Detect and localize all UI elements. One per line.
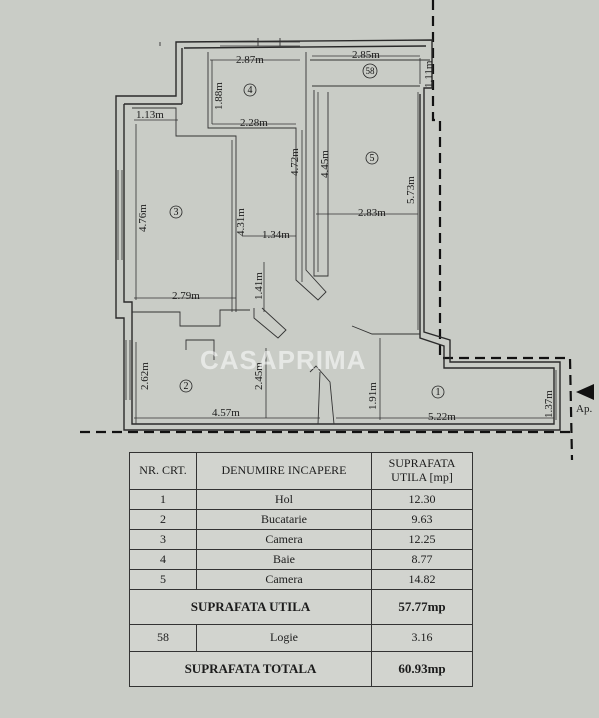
row-nr: 2 bbox=[129, 508, 197, 530]
dim-4-72: 4.72m bbox=[289, 148, 301, 176]
header-nr: NR. CRT. bbox=[129, 452, 197, 490]
grand-total-label: SUPRAFATA TOTALA bbox=[129, 650, 372, 687]
outer-walls bbox=[115, 39, 561, 431]
table-row: 2 Bucatarie 9.63 bbox=[129, 508, 473, 530]
room-number-2: 2 bbox=[179, 379, 193, 393]
svg-text:58: 58 bbox=[366, 66, 376, 76]
dim-4-57: 4.57m bbox=[212, 407, 240, 419]
table-row: 5 Camera 14.82 bbox=[129, 568, 473, 590]
dim-5-73: 5.73m bbox=[405, 176, 417, 204]
svg-text:5: 5 bbox=[370, 153, 375, 164]
dim-1-13: 1.13m bbox=[136, 109, 164, 121]
logie-area: 3.16 bbox=[371, 623, 473, 652]
dim-4-76: 4.76m bbox=[137, 204, 149, 232]
room-number-58: 58 bbox=[362, 63, 378, 79]
useful-total-row: SUPRAFATA UTILA 57.77mp bbox=[129, 588, 473, 625]
dim-2-45: 2.45m bbox=[253, 362, 265, 390]
svg-text:4: 4 bbox=[248, 85, 253, 96]
header-area: SUPRAFATA UTILA [mp] bbox=[371, 452, 473, 490]
dim-5-22: 5.22m bbox=[428, 411, 456, 423]
row-name: Camera bbox=[196, 528, 372, 550]
dim-4-31: 4.31m bbox=[235, 208, 247, 236]
dim-1-34: 1.34m bbox=[262, 229, 290, 241]
room-number-4: 4 bbox=[243, 83, 257, 97]
dim-1-37: 1.37m bbox=[543, 390, 555, 418]
floor-plan: 2.87m 2.85m 1.11m 1.88m 1.13m 2.28m 4.72… bbox=[80, 0, 594, 460]
dim-2-28: 2.28m bbox=[240, 117, 268, 129]
property-boundary bbox=[80, 0, 576, 460]
grand-total-value: 60.93mp bbox=[371, 650, 473, 687]
dim-2-79: 2.79m bbox=[172, 290, 200, 302]
row-area: 12.25 bbox=[371, 528, 473, 550]
logie-nr: 58 bbox=[129, 623, 197, 652]
entrance-arrow-icon bbox=[576, 384, 594, 400]
dimension-lines bbox=[134, 55, 557, 424]
logie-name: Logie bbox=[196, 623, 372, 652]
windows bbox=[117, 41, 300, 400]
svg-text:3: 3 bbox=[174, 207, 179, 218]
dim-2-83: 2.83m bbox=[358, 207, 386, 219]
row-name: Baie bbox=[196, 548, 372, 570]
logie-row: 58 Logie 3.16 bbox=[129, 623, 473, 652]
watermark-logo: CASAPRIMA bbox=[200, 345, 366, 375]
row-area: 9.63 bbox=[371, 508, 473, 530]
row-nr: 5 bbox=[129, 568, 197, 590]
useful-total-value: 57.77mp bbox=[371, 588, 473, 625]
dim-2-62: 2.62m bbox=[139, 362, 151, 390]
dim-2-87: 2.87m bbox=[236, 54, 264, 66]
row-area: 8.77 bbox=[371, 548, 473, 570]
row-name: Bucatarie bbox=[196, 508, 372, 530]
room-number-5: 5 bbox=[365, 151, 379, 165]
useful-total-label: SUPRAFATA UTILA bbox=[129, 588, 372, 625]
row-area: 14.82 bbox=[371, 568, 473, 590]
row-nr: 1 bbox=[129, 488, 197, 510]
grand-total-row: SUPRAFATA TOTALA 60.93mp bbox=[129, 650, 473, 687]
dim-1-88: 1.88m bbox=[213, 82, 225, 110]
room-number-1: 1 bbox=[431, 385, 445, 399]
svg-text:1: 1 bbox=[436, 387, 441, 398]
svg-text:2: 2 bbox=[184, 381, 189, 392]
entrance-label: Ap. bbox=[576, 403, 592, 415]
row-area: 12.30 bbox=[371, 488, 473, 510]
room-number-3: 3 bbox=[169, 205, 183, 219]
row-name: Hol bbox=[196, 488, 372, 510]
row-nr: 4 bbox=[129, 548, 197, 570]
header-room-name: DENUMIRE INCAPERE bbox=[196, 452, 372, 490]
table-row: 3 Camera 12.25 bbox=[129, 528, 473, 550]
dim-1-11: 1.11m bbox=[423, 60, 435, 88]
row-name: Camera bbox=[196, 568, 372, 590]
dim-4-45: 4.45m bbox=[319, 150, 331, 178]
dim-1-41: 1.41m bbox=[253, 272, 265, 300]
table-row: 1 Hol 12.30 bbox=[129, 488, 473, 510]
area-table: NR. CRT. DENUMIRE INCAPERE SUPRAFATA UTI… bbox=[129, 452, 473, 687]
table-row: 4 Baie 8.77 bbox=[129, 548, 473, 570]
row-nr: 3 bbox=[129, 528, 197, 550]
dim-1-91: 1.91m bbox=[367, 382, 379, 410]
dim-2-85: 2.85m bbox=[352, 49, 380, 61]
